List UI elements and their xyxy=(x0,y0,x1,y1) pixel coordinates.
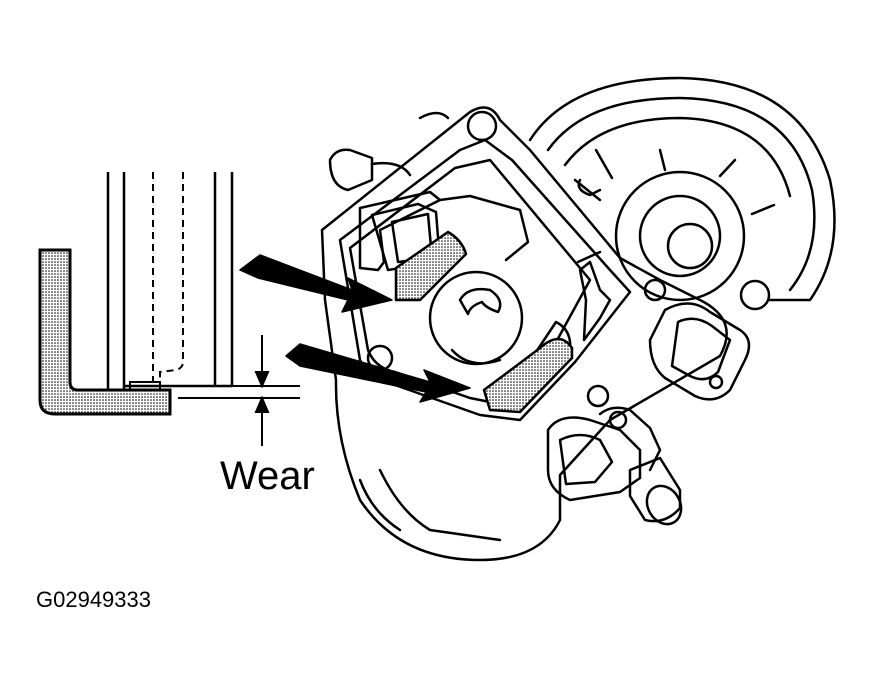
upper-brush xyxy=(394,230,468,302)
brush-detail xyxy=(106,172,234,392)
wear-dimension xyxy=(178,335,300,446)
commutator xyxy=(428,270,524,366)
motor-assembly xyxy=(320,76,836,562)
terminal-connector xyxy=(648,302,751,401)
figure-code: G02949333 xyxy=(36,587,151,612)
output-shaft xyxy=(546,384,683,526)
lower-brush xyxy=(482,337,574,414)
brush-holder-l-bracket xyxy=(38,248,172,416)
motor-body xyxy=(320,106,728,562)
holder-notch xyxy=(129,381,161,390)
wear-label: Wear xyxy=(220,454,315,498)
upper-pointer-arrow xyxy=(239,254,393,313)
gear-housing xyxy=(528,76,836,311)
lower-pointer-arrow xyxy=(285,343,471,403)
